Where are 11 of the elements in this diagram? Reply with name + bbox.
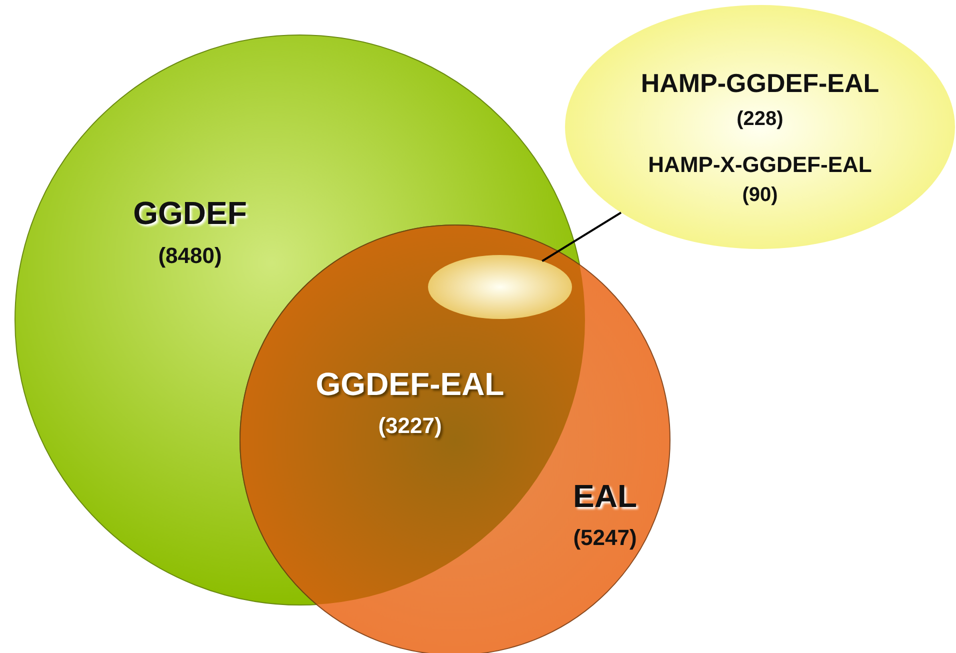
set-name: GGDEF-EAL <box>316 366 504 403</box>
subset-name: HAMP-X-GGDEF-EAL <box>648 152 872 178</box>
leader-line <box>542 212 622 262</box>
set-count: (3227) <box>378 413 442 439</box>
subset-count: (228) <box>736 108 784 131</box>
set-count: (5247) <box>573 525 637 551</box>
subset-name: HAMP-GGDEF-EAL <box>640 68 880 99</box>
set-name: GGDEF <box>133 195 247 232</box>
set-count: (8480) <box>158 243 222 269</box>
set-name: EAL <box>573 478 637 515</box>
subset-count: (90) <box>742 184 778 207</box>
